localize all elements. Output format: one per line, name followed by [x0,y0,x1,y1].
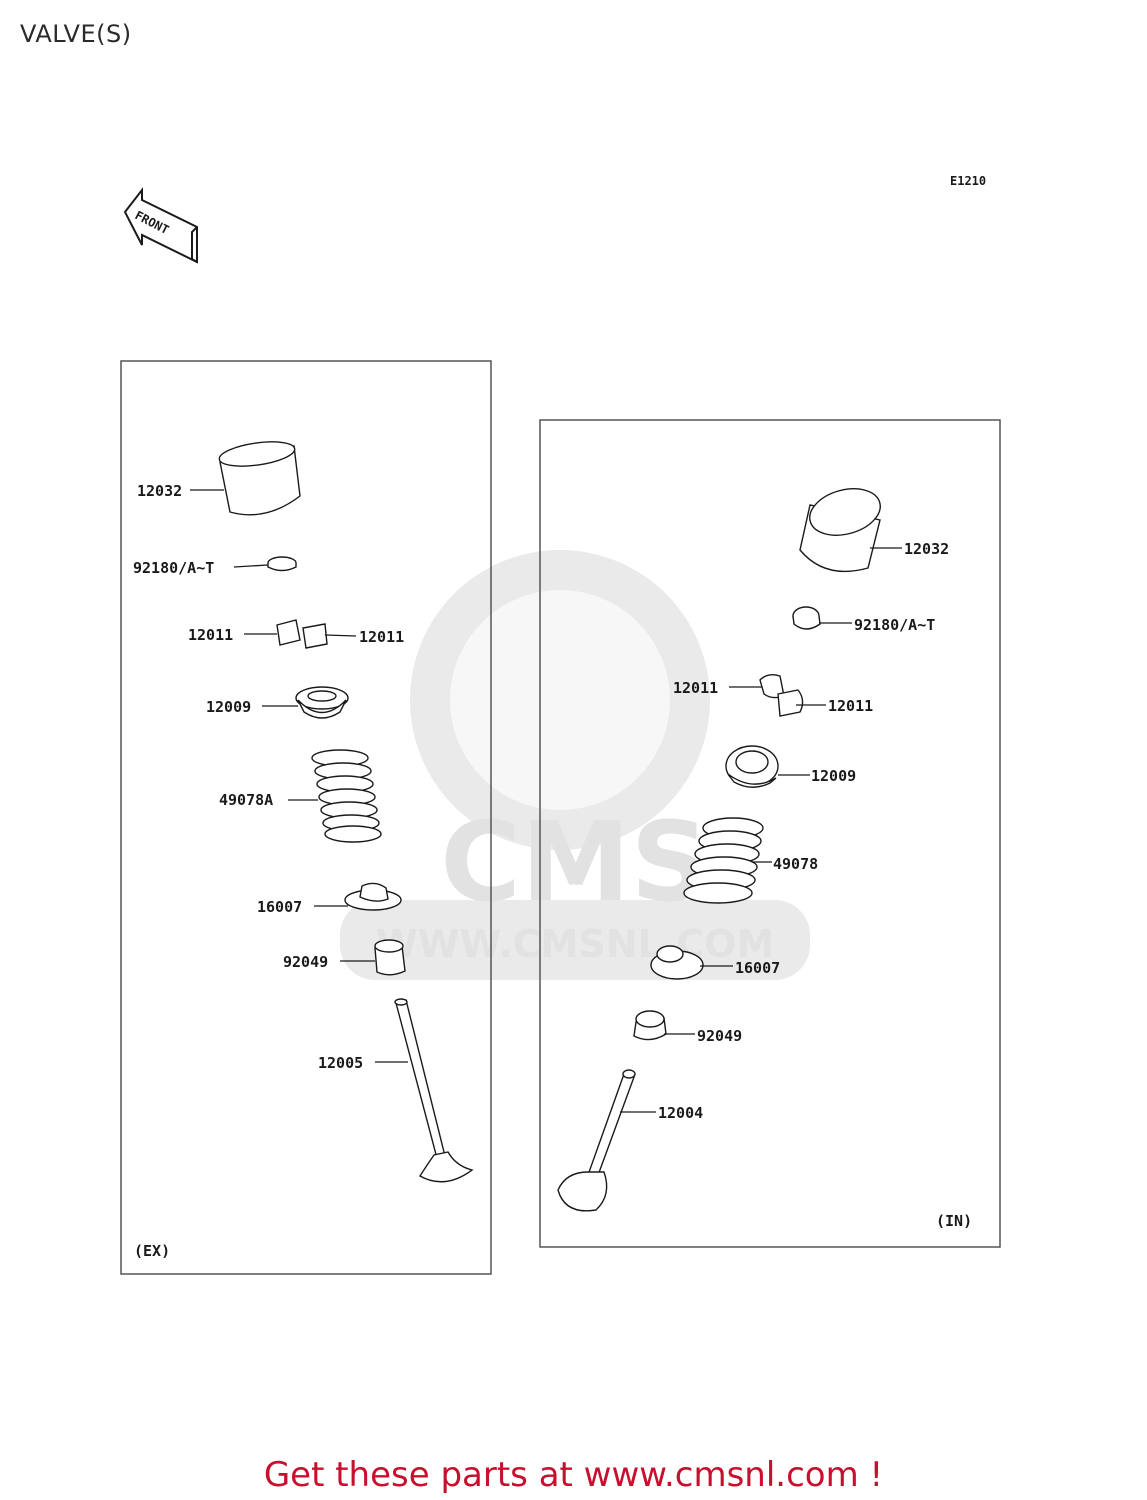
exhaust-stem-seal-part [374,939,406,976]
intake-spring-seat-part [650,945,704,980]
exhaust-spring-part [311,749,382,843]
exhaust-cotter-part [276,619,328,649]
intake-panel-label: (IN) [936,1212,972,1230]
exhaust-leaders [190,489,408,1063]
exhaust-part-number: 12011 [188,626,233,644]
exhaust-spring-seat-part [344,882,402,911]
exhaust-part-number: 92049 [283,953,328,971]
watermark-logo-text: CMS [440,798,709,926]
exhaust-valve-part [394,998,474,1183]
exhaust-shim-part [267,556,297,572]
exhaust-part-number: 12032 [137,482,182,500]
exhaust-part-number: 12009 [206,698,251,716]
intake-shim-part [792,606,821,630]
intake-part-number: 12004 [658,1104,703,1122]
intake-part-number: 49078 [773,855,818,873]
intake-valve-part [557,1069,636,1212]
intake-part-number: 12011 [828,697,873,715]
exhaust-retainer-part [295,686,349,719]
exhaust-part-number: 12005 [318,1054,363,1072]
intake-part-number: 12009 [811,767,856,785]
intake-stem-seal-part [633,1010,667,1041]
exhaust-panel-label: (EX) [134,1242,170,1260]
intake-spring-part [683,817,764,904]
intake-leaders [620,547,902,1113]
exhaust-part-number: 49078A [219,791,273,809]
diagram-code: E1210 [950,174,986,188]
intake-part-number: 92180/A~T [854,616,935,634]
page-title: VALVE(S) [20,20,132,48]
exhaust-tappet-part [218,441,301,516]
intake-part-number: 12032 [904,540,949,558]
intake-part-number: 16007 [735,959,780,977]
exhaust-part-number: 12011 [359,628,404,646]
watermark: CMS WWW.CMSNL.COM [340,550,810,980]
intake-tappet-part [799,488,881,573]
intake-part-number: 12011 [673,679,718,697]
exhaust-part-number: 16007 [257,898,302,916]
intake-cotter-part [759,673,804,717]
watermark-url-text: WWW.CMSNL.COM [376,922,775,966]
exhaust-panel-frame [120,360,492,1275]
exhaust-part-number: 92180/A~T [133,559,214,577]
intake-panel-frame [539,419,1001,1248]
footer-cta-link[interactable]: Get these parts at www.cmsnl.com ! [263,1455,884,1495]
front-arrow-icon: FRONT [123,187,198,264]
intake-part-number: 92049 [697,1027,742,1045]
intake-retainer-part [725,745,779,788]
